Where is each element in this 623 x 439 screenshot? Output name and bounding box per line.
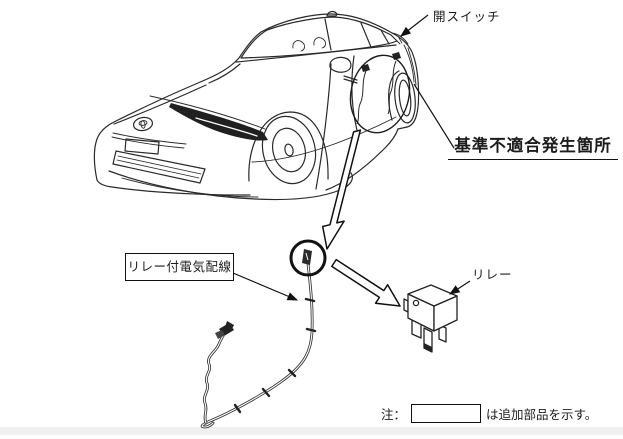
connector-to-relay-arrow <box>331 258 401 307</box>
relay-illustration <box>403 284 458 353</box>
label-relay: リレー <box>472 267 513 282</box>
label-nonconformity-location: 基準不適合発生箇所 <box>448 132 618 160</box>
page-bottom-shade <box>0 427 623 435</box>
wiring-label-pointer-line <box>232 272 299 301</box>
wiring-harness-illustration <box>200 262 317 429</box>
note-suffix: は追加部品を示す。 <box>486 407 598 422</box>
door-area-oval <box>349 54 411 134</box>
legend-added-part-box <box>411 404 482 423</box>
harness-tape-marks <box>233 297 317 414</box>
nonconformity-pointer-line <box>413 83 455 149</box>
label-wiring-with-relay: リレー付電気配線 <box>125 253 234 281</box>
door-to-connector-arrow <box>321 129 362 250</box>
note-prefix: 注： <box>381 407 407 422</box>
label-open-switch: 開スイッチ <box>433 9 501 24</box>
legend-note: 注： は追加部品を示す。 <box>381 404 597 423</box>
harness-end-connector <box>215 321 234 339</box>
open-switch-pointer-line <box>400 14 429 37</box>
circled-connector <box>289 239 327 277</box>
relay-label-pointer-line <box>448 280 471 295</box>
car-illustration <box>93 10 420 201</box>
